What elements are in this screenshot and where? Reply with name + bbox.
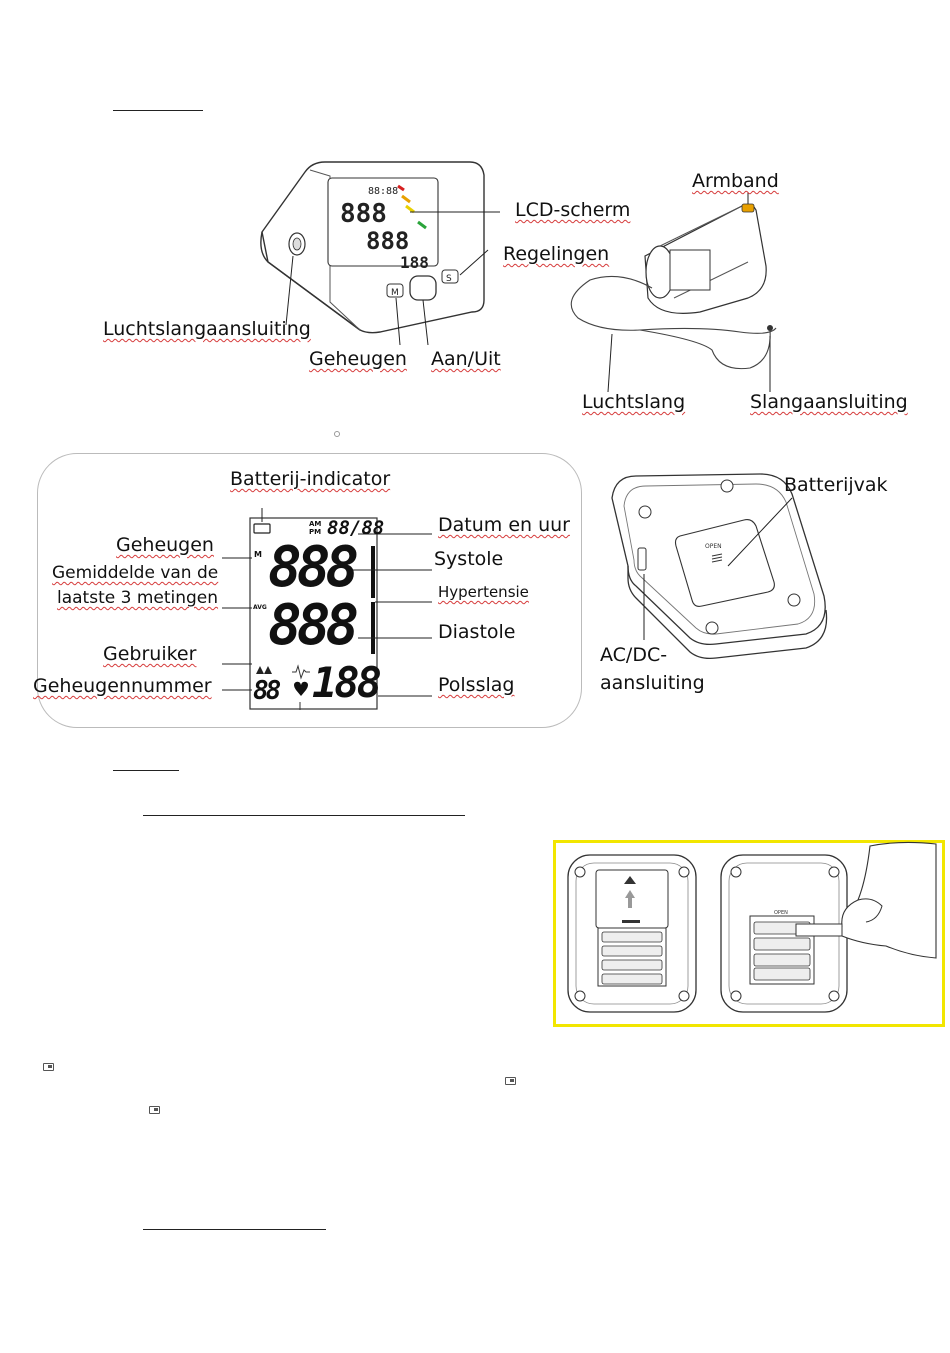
svg-text:S: S — [446, 274, 452, 284]
label-memory: Geheugen — [116, 534, 214, 556]
label-pulse: Polsslag — [438, 674, 514, 696]
svg-text:888: 888 — [366, 227, 409, 255]
svg-text:M: M — [391, 288, 399, 298]
label-acdc-line2: aansluiting — [600, 672, 705, 694]
battery-low-icon — [149, 1106, 160, 1114]
label-user: Gebruiker — [103, 643, 196, 665]
svg-text:888: 888 — [340, 199, 387, 229]
svg-text:188: 188 — [400, 253, 429, 272]
lcd-diastolic: 888 — [268, 594, 354, 658]
label-systole: Systole — [434, 548, 503, 570]
label-battery-compartment: Batterijvak — [784, 474, 888, 496]
lcd-pulse: 188 — [312, 660, 379, 706]
label-controls: Regelingen — [503, 243, 609, 265]
heading-underline-4 — [143, 1229, 326, 1230]
battery-low-icon — [505, 1077, 516, 1085]
label-memory-button: Geheugen — [309, 348, 407, 370]
battery-low-icon — [43, 1063, 54, 1071]
heading-underline-1 — [113, 110, 203, 111]
label-average-line1: Gemiddelde van de — [52, 563, 218, 583]
heading-underline-3 — [143, 815, 465, 816]
label-average-line2: laatste 3 metingen — [57, 588, 218, 608]
battery-installation-figure — [553, 840, 945, 1027]
svg-text:88:88: 88:88 — [368, 186, 398, 197]
label-acdc-line1: AC/DC- — [600, 644, 667, 666]
svg-text:OPEN: OPEN — [705, 543, 722, 550]
lcd-memory-digits: 88 — [253, 676, 278, 706]
label-date-time: Datum en uur — [438, 514, 570, 536]
lcd-ampm: AM PM — [309, 520, 321, 536]
label-lcd-screen: LCD-scherm — [515, 199, 630, 221]
label-memory-number: Geheugennummer — [33, 675, 212, 697]
label-air-hose-connection: Luchtslangaansluiting — [103, 318, 311, 340]
label-hypertension: Hypertensie — [438, 583, 529, 601]
label-power-button: Aan/Uit — [431, 348, 501, 370]
lcd-am: AM — [309, 520, 321, 528]
page-dot — [334, 431, 340, 437]
lcd-avg-flag: AVG — [253, 604, 267, 611]
label-diastole: Diastole — [438, 621, 516, 643]
lcd-systolic: 888 — [268, 536, 354, 600]
heading-underline-2 — [113, 770, 179, 771]
lcd-memory-flag: M — [254, 550, 262, 559]
label-hose-connector: Slangaansluiting — [750, 391, 908, 413]
label-battery-indicator: Batterij-indicator — [230, 468, 390, 490]
label-cuff: Armband — [692, 170, 779, 192]
label-air-hose: Luchtslang — [582, 391, 685, 413]
